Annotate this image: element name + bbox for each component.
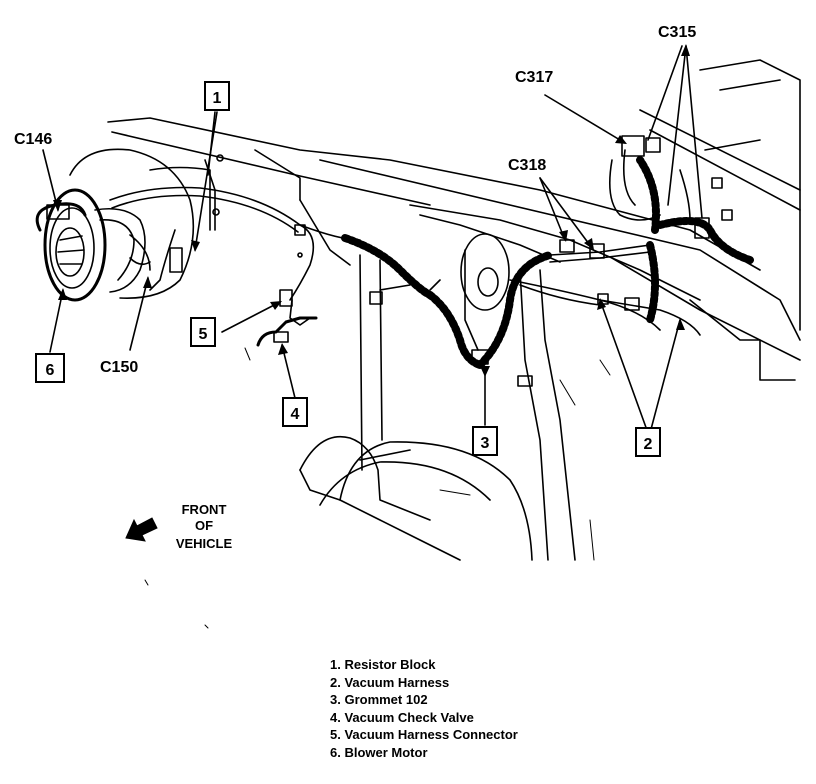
vehicle-body-outline <box>107 59 801 629</box>
connector-label-c317: C317 <box>515 69 553 86</box>
front-arrow-icon <box>125 517 158 542</box>
callout-5: 5 <box>190 317 216 347</box>
legend-item: 6. Blower Motor <box>330 744 428 760</box>
svg-text:3: 3 <box>481 435 490 452</box>
legend-item: 2. Vacuum Harness <box>330 674 450 690</box>
legend-item: 5. Vacuum Harness Connector <box>330 727 518 742</box>
legend-item: 1. Resistor Block <box>330 657 436 672</box>
callout-1: 1 <box>204 81 230 111</box>
front-note-line-2: OF <box>195 518 213 533</box>
front-of-vehicle-note: FRONT OF VEHICLE <box>125 502 233 551</box>
svg-text:4: 4 <box>291 406 300 423</box>
front-note-line-1: FRONT <box>182 502 227 517</box>
connector-label-c315: C315 <box>658 24 696 41</box>
connector-label-c146: C146 <box>14 131 52 148</box>
callout-6: 6 <box>35 353 65 383</box>
svg-text:6: 6 <box>46 362 55 379</box>
svg-text:1: 1 <box>213 90 222 107</box>
components <box>169 135 710 387</box>
leader-lines <box>42 44 703 434</box>
svg-text:2: 2 <box>644 436 653 453</box>
callout-2: 2 <box>635 427 661 457</box>
legend-item: 3. Grommet 102 <box>330 692 428 707</box>
parts-legend: 1. Resistor Block 2. Vacuum Harness 3. G… <box>330 656 518 761</box>
svg-text:5: 5 <box>199 326 208 343</box>
connector-label-c150: C150 <box>100 359 138 376</box>
connector-label-c318: C318 <box>508 157 546 174</box>
callout-4: 4 <box>282 397 308 427</box>
blower-motor <box>35 148 195 302</box>
front-note-line-3: VEHICLE <box>176 536 233 551</box>
legend-item: 4. Vacuum Check Valve <box>330 709 474 725</box>
callout-3: 3 <box>472 426 498 456</box>
